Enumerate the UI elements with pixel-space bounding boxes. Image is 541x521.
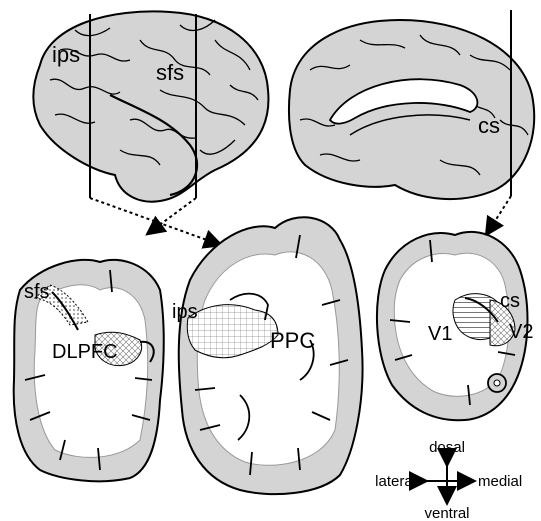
compass-down-label: ventral bbox=[424, 505, 469, 521]
compass-right-label: medial bbox=[478, 473, 522, 490]
ips-label-lateral: ips bbox=[52, 42, 80, 67]
lateral-brain-view: ips sfs bbox=[33, 11, 268, 201]
compass-up-label: dosal bbox=[429, 439, 465, 456]
ips-label-section: ips bbox=[172, 301, 198, 323]
dlpfc-label: DLPFC bbox=[52, 341, 118, 363]
cs-label-section: cs bbox=[500, 290, 520, 312]
sfs-label-section: sfs bbox=[24, 281, 50, 303]
medial-brain-view: cs bbox=[289, 10, 534, 199]
arrow-to-dlpfc-section bbox=[150, 198, 196, 232]
sfs-label-lateral: sfs bbox=[156, 60, 184, 85]
frontal-section: sfs DLPFC bbox=[14, 260, 164, 481]
compass-left-label: lateral bbox=[375, 473, 416, 490]
orientation-compass: dosal ventral lateral medial bbox=[375, 439, 522, 521]
occipital-section: cs V1 V2 bbox=[377, 232, 534, 420]
v2-label: V2 bbox=[509, 321, 533, 343]
v1-label: V1 bbox=[428, 323, 452, 345]
ppc-label: PPC bbox=[270, 328, 315, 353]
parietal-section: ips PPC bbox=[172, 217, 363, 494]
arrow-to-ppc-section bbox=[90, 198, 218, 244]
arrow-to-v1-section bbox=[488, 196, 511, 232]
cs-label-medial: cs bbox=[478, 113, 500, 138]
